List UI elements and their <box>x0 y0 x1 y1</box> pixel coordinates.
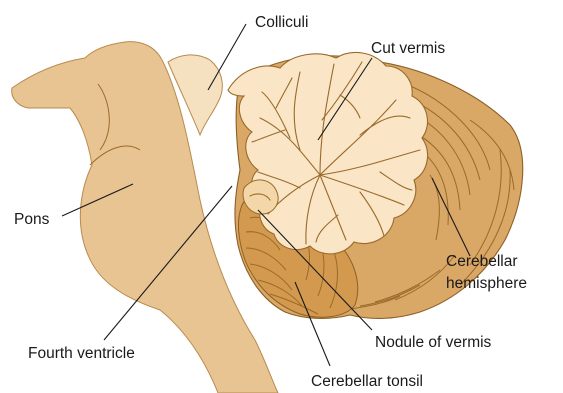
label-nodule-of-vermis: Nodule of vermis <box>375 334 492 351</box>
label-cerebellar-hemisphere-line2: hemisphere <box>446 275 527 292</box>
label-cerebellar-hemisphere-line1: Cerebellar <box>446 253 518 270</box>
label-cerebellar-tonsil: Cerebellar tonsil <box>311 373 423 390</box>
label-pons: Pons <box>14 211 50 228</box>
label-fourth-ventricle: Fourth ventricle <box>28 345 135 362</box>
label-colliculi: Colliculi <box>255 14 308 31</box>
label-cut-vermis: Cut vermis <box>371 40 445 57</box>
